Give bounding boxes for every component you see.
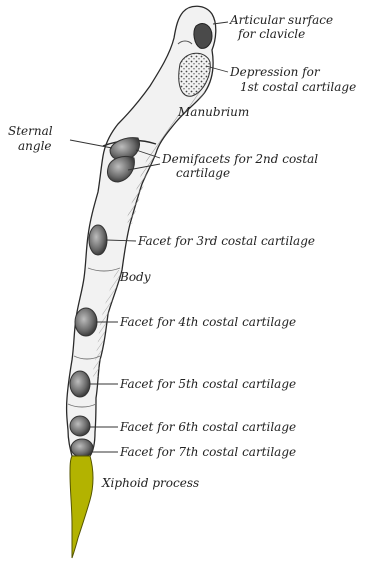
label-articular-surface-1: Articular surface [230, 14, 333, 27]
label-body: Body [120, 271, 151, 284]
facet-4th-costal [75, 308, 97, 336]
articular-surface-clavicle [194, 24, 212, 49]
label-depression-2: 1st costal cartilage [240, 81, 356, 94]
label-facet-3rd: Facet for 3rd costal cartilage [138, 235, 315, 248]
label-demifacets-1: Demifacets for 2nd costal [162, 153, 318, 166]
facet-3rd-costal [89, 225, 107, 255]
label-facet-6th: Facet for 6th costal cartilage [120, 421, 296, 434]
facet-6th-costal [70, 416, 90, 436]
label-sternal-angle-2: angle [18, 140, 52, 153]
label-sternal-angle-1: Sternal [8, 125, 53, 138]
label-articular-surface-2: for clavicle [238, 28, 305, 41]
facet-5th-costal [70, 371, 90, 397]
label-xiphoid: Xiphoid process [102, 477, 199, 490]
label-depression-1: Depression for [230, 66, 320, 79]
label-facet-4th: Facet for 4th costal cartilage [120, 316, 296, 329]
label-manubrium: Manubrium [178, 106, 249, 119]
xiphoid-process-shape [70, 456, 93, 558]
label-facet-5th: Facet for 5th costal cartilage [120, 378, 296, 391]
facet-7th-costal [71, 439, 93, 457]
label-demifacets-2: cartilage [176, 167, 230, 180]
label-facet-7th: Facet for 7th costal cartilage [120, 446, 296, 459]
